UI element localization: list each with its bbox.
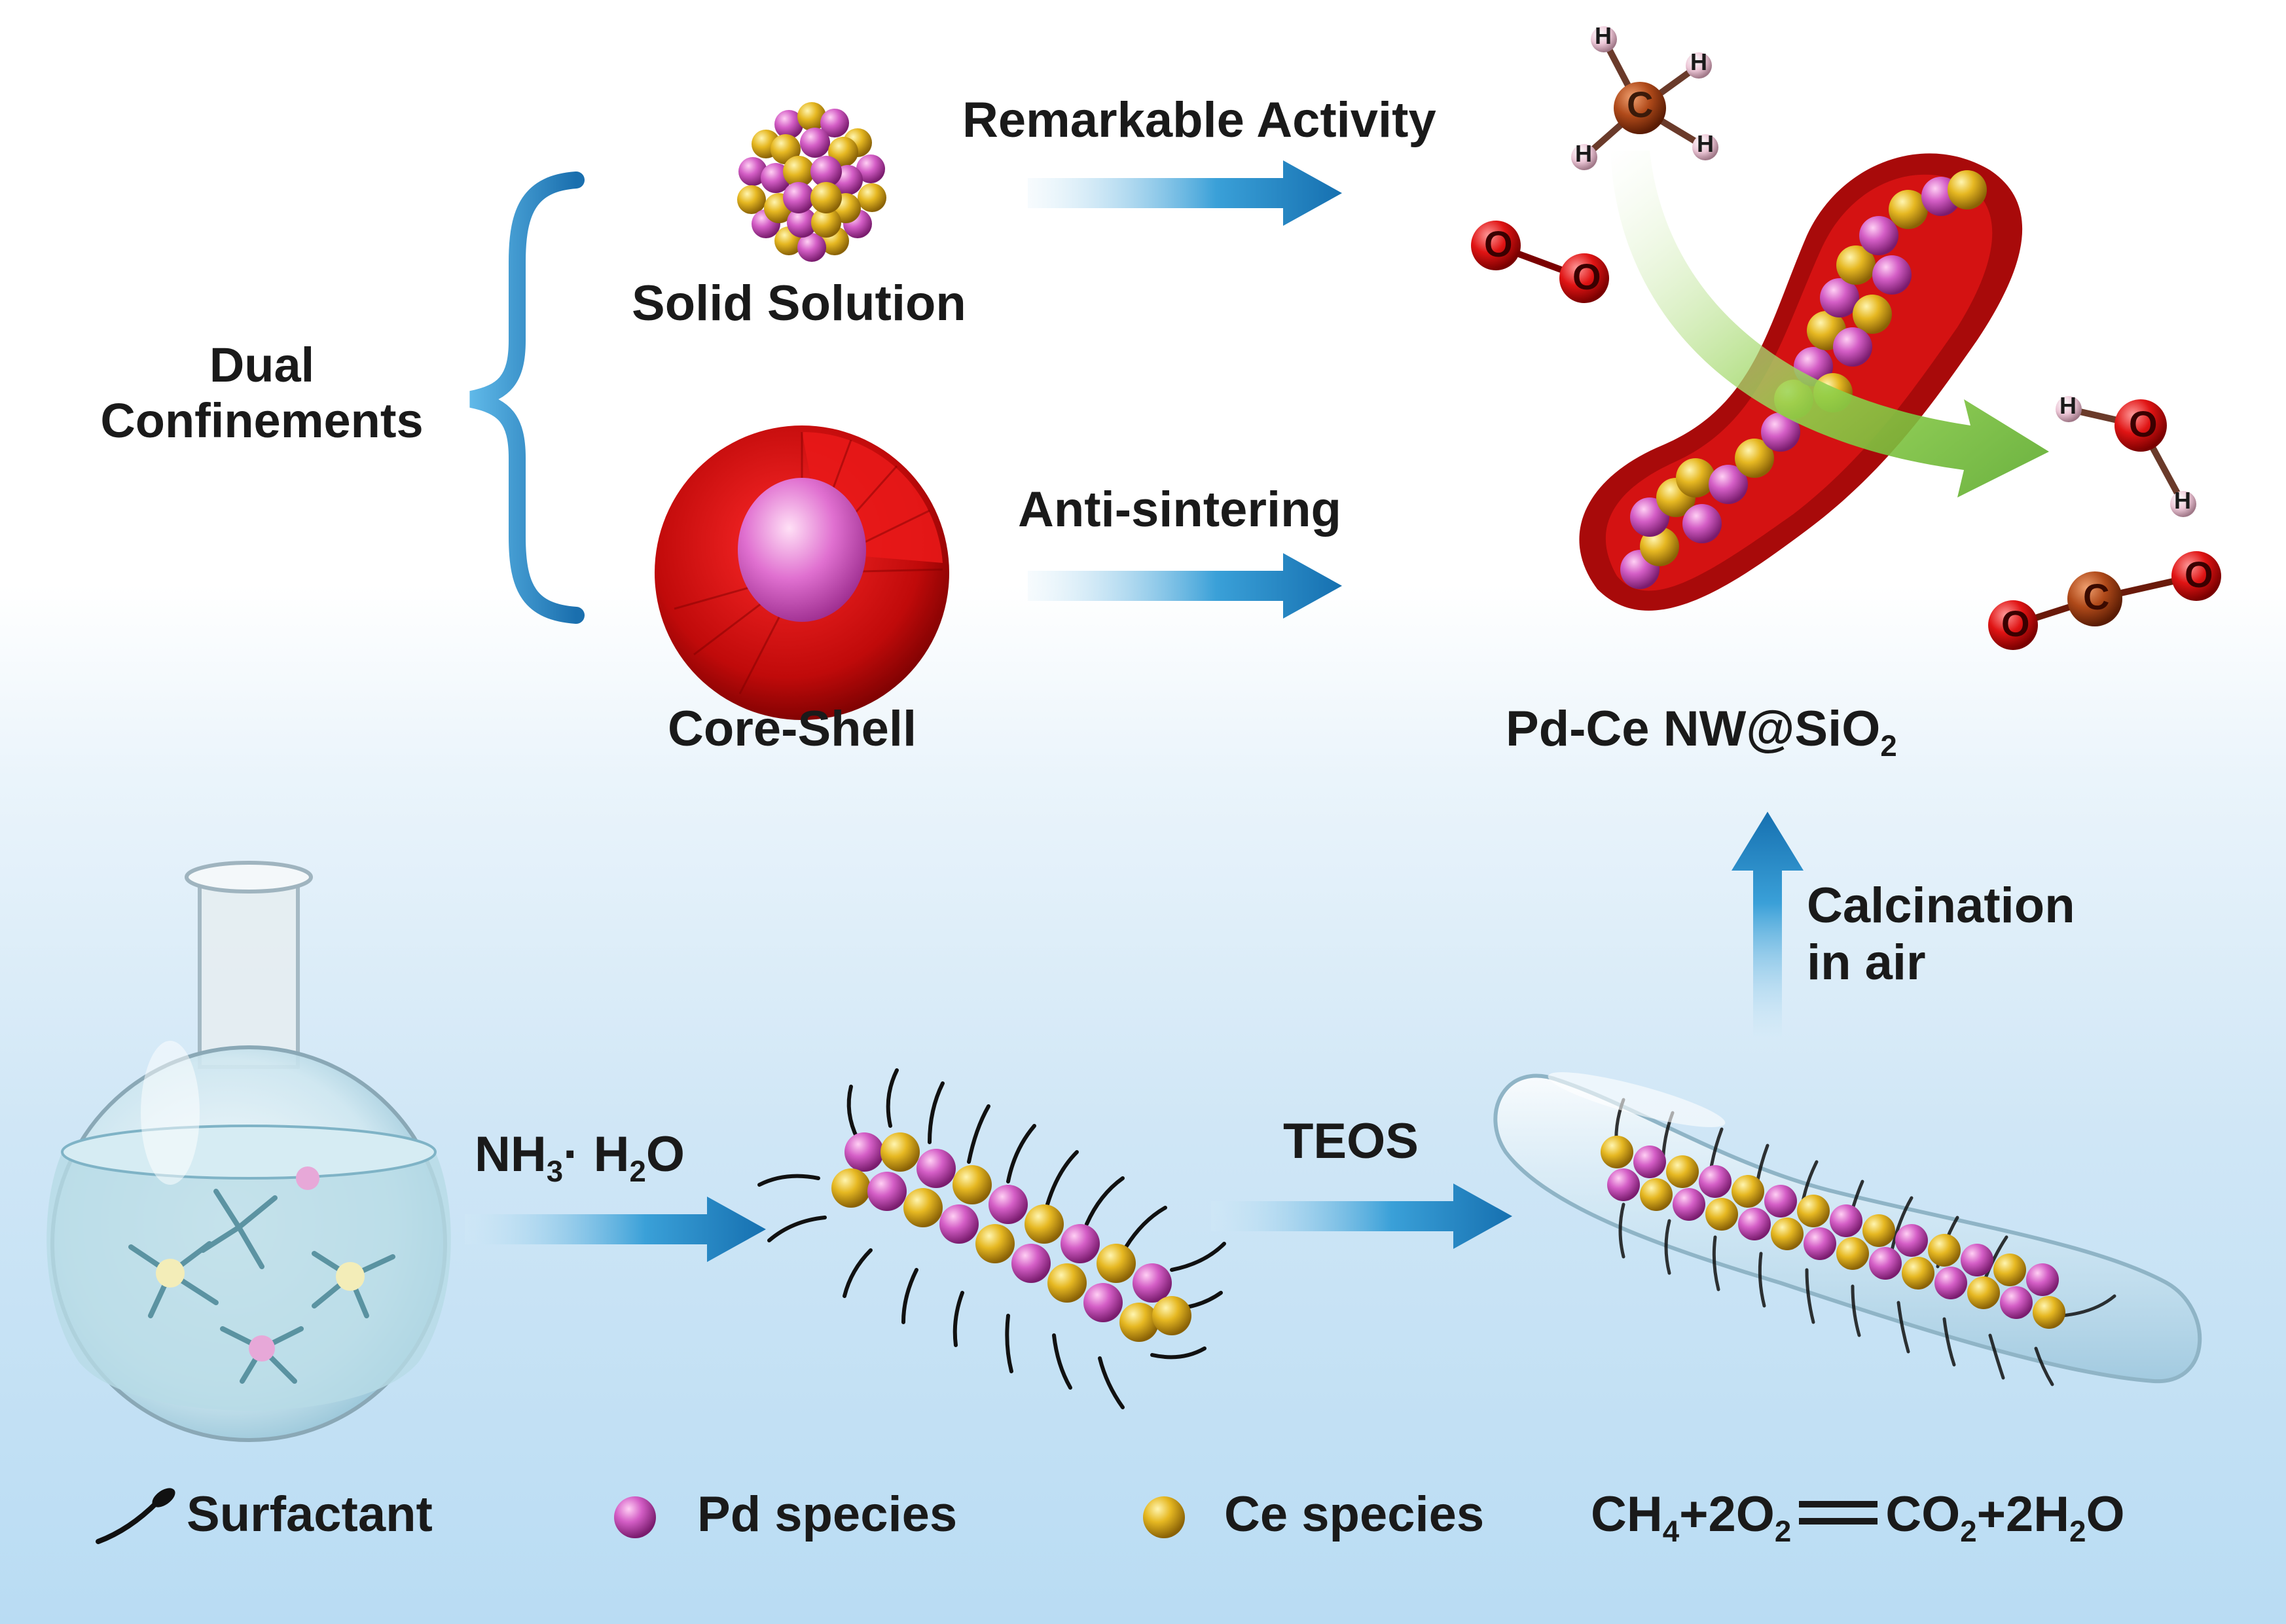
eq-lhs-a-sub: 4 bbox=[1662, 1514, 1680, 1548]
arrow-anti-sintering bbox=[1028, 553, 1342, 619]
calcination-line1: Calcination bbox=[1807, 878, 2075, 933]
surfactant-legend-head bbox=[152, 1488, 175, 1507]
methane-h1: H bbox=[1595, 22, 1612, 49]
water-h1: H bbox=[2059, 392, 2077, 419]
reagent-end: O bbox=[645, 1127, 685, 1182]
silica-coated-nanowire bbox=[1493, 1072, 2202, 1386]
calcination-line2: in air bbox=[1807, 935, 1926, 991]
arrow-teos bbox=[1211, 1183, 1512, 1249]
teos-label: TEOS bbox=[1283, 1113, 1419, 1169]
remarkable-activity-label: Remarkable Activity bbox=[962, 92, 1436, 148]
eq-lhs-b: +2O bbox=[1679, 1487, 1775, 1542]
co2-o1: O bbox=[2001, 603, 2030, 644]
water-o: O bbox=[2129, 403, 2158, 444]
co2-c: C bbox=[2083, 576, 2110, 617]
oxygen-molecule bbox=[1471, 221, 1609, 303]
surfactant-nanowire bbox=[757, 1068, 1226, 1409]
methane-center-atom: C bbox=[1627, 84, 1654, 125]
solid-solution-label: Solid Solution bbox=[632, 276, 966, 331]
reagent-mid: · H bbox=[563, 1127, 630, 1182]
product-label-sub: 2 bbox=[1880, 729, 1897, 763]
methane-molecule bbox=[1571, 26, 1718, 170]
product-label-main: Pd-Ce NW@SiO bbox=[1506, 701, 1881, 757]
dual-confinements-label: Dual Confinements bbox=[79, 337, 445, 448]
eq-rhs-b-sub: 2 bbox=[2069, 1514, 2086, 1548]
carbon-dioxide-molecule bbox=[1988, 551, 2221, 650]
calcination-label: Calcination in air bbox=[1807, 877, 2075, 992]
pd-legend-icon bbox=[614, 1496, 656, 1538]
core-shell-sphere bbox=[655, 425, 949, 720]
methane-h4: H bbox=[1697, 130, 1714, 157]
arrow-calcination bbox=[1732, 812, 1804, 1041]
equals-sign-icon bbox=[1799, 1501, 1878, 1525]
water-molecule bbox=[2056, 396, 2196, 517]
co2-o2: O bbox=[2185, 554, 2213, 595]
reagent-sub1: 3 bbox=[546, 1154, 564, 1188]
legend-pd-label: Pd species bbox=[697, 1487, 958, 1542]
eq-rhs-a: CO bbox=[1885, 1487, 1961, 1542]
eq-rhs-c: O bbox=[2086, 1487, 2125, 1542]
eq-lhs-b-sub: 2 bbox=[1774, 1514, 1792, 1548]
methane-h2: H bbox=[1690, 48, 1707, 75]
solid-solution-cluster bbox=[737, 102, 886, 262]
dual-line2: Confinements bbox=[100, 393, 424, 448]
oxygen-atom-2: O bbox=[1572, 256, 1601, 297]
methane-h3: H bbox=[1575, 140, 1592, 167]
product-label: Pd-Ce NW@SiO2 bbox=[1506, 700, 1897, 763]
eq-rhs-b: +2H bbox=[1976, 1487, 2070, 1542]
surfactant-legend-icon bbox=[96, 1500, 160, 1544]
curly-brace-icon bbox=[469, 171, 585, 624]
ce-legend-icon bbox=[1143, 1496, 1185, 1538]
arrow-remarkable-activity bbox=[1028, 160, 1342, 226]
round-bottom-flask bbox=[46, 861, 451, 1442]
legend-surfactant-label: Surfactant bbox=[187, 1487, 433, 1542]
oxygen-atom-1: O bbox=[1484, 223, 1513, 264]
reagent-sub2: 2 bbox=[629, 1154, 646, 1188]
core-shell-label: Core-Shell bbox=[668, 701, 917, 757]
arrow-ammonia bbox=[465, 1197, 766, 1262]
reagent-main: NH bbox=[475, 1127, 547, 1182]
legend-ce-label: Ce species bbox=[1224, 1487, 1485, 1542]
dual-line1: Dual bbox=[209, 338, 315, 392]
eq-lhs-a: CH bbox=[1591, 1487, 1663, 1542]
anti-sintering-label: Anti-sintering bbox=[1018, 482, 1341, 537]
reaction-green-arrow bbox=[1610, 151, 2049, 497]
reagent-label: NH3· H2O bbox=[475, 1126, 685, 1189]
eq-rhs-a-sub: 2 bbox=[1960, 1514, 1977, 1548]
water-h2: H bbox=[2174, 487, 2191, 514]
